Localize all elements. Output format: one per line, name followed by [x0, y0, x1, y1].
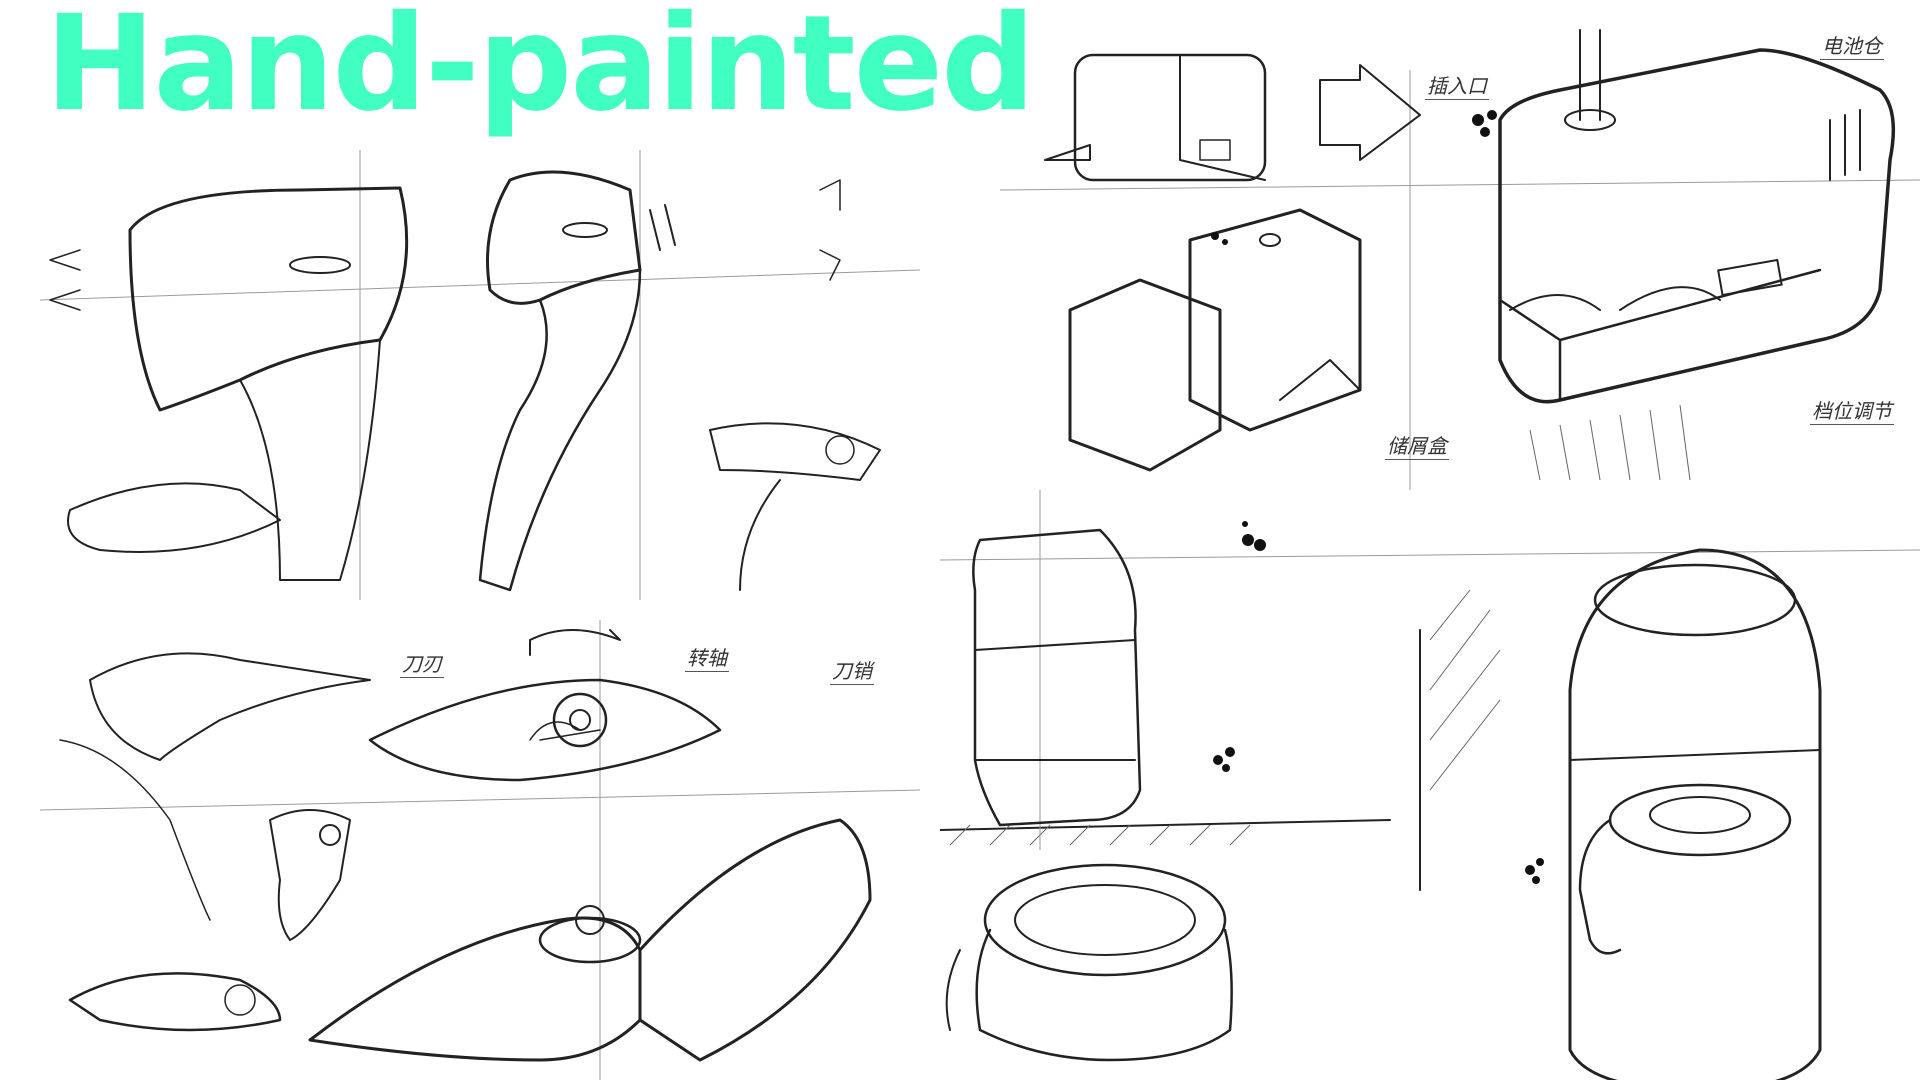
annotation-label: 转轴 [685, 642, 729, 672]
annotation-label: 刀销 [830, 655, 874, 685]
annotation-label: 刀刃 [400, 648, 444, 678]
storage-device-illustration [1000, 29, 1920, 490]
hair-dryer-sketch [40, 150, 920, 600]
folding-knife-illustration [40, 620, 920, 1080]
storage-device-sketch: 插入口 电池仓 储屑盒 档位调节 [1000, 10, 1920, 490]
annotation-label: 电池仓 [1820, 30, 1884, 60]
page-title: Hand-painted [45, 0, 1036, 141]
coffee-maker-sketch [940, 490, 1920, 1080]
coffee-maker-illustration [940, 490, 1920, 1080]
annotation-label: 档位调节 [1810, 395, 1894, 425]
annotation-label: 插入口 [1425, 70, 1489, 100]
annotation-label: 储屑盒 [1385, 430, 1449, 460]
folding-knife-sketch: 刀刃 转轴 刀销 [40, 620, 920, 1080]
hair-dryer-illustration [40, 150, 920, 600]
